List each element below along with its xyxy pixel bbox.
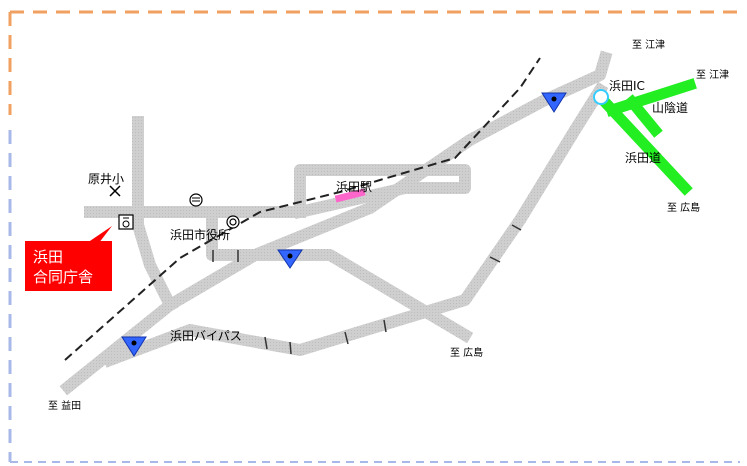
- expressway-branch: [624, 94, 663, 138]
- expressway: [595, 78, 697, 196]
- gas-station-icons: [121, 92, 567, 357]
- government-office-callout: 浜田 合同庁舎: [25, 226, 112, 291]
- label-sanin-expressway: 山陰道: [652, 101, 688, 115]
- callout-line2: 合同庁舎: [33, 268, 93, 286]
- label-to-hiroshima-right: 至 広島: [667, 201, 700, 214]
- road-city-hall: [206, 206, 474, 344]
- label-to-hiroshima-bottom: 至 広島: [450, 346, 483, 359]
- road-north-south: [132, 116, 179, 314]
- label-bypass: 浜田バイパス: [170, 329, 242, 343]
- gas-station-icon: [121, 336, 147, 357]
- city-hall-icon: [226, 215, 240, 229]
- map-frame: [8, 10, 740, 463]
- callout-line1: 浜田: [33, 248, 63, 266]
- label-hamada-ic: 浜田IC: [609, 79, 645, 93]
- label-to-masuda: 至 益田: [48, 399, 81, 412]
- label-to-gotsu-top: 至 江津: [632, 39, 665, 51]
- expressway-hamada: [595, 92, 693, 196]
- label-city-hall: 浜田市役所: [170, 227, 230, 242]
- bridge-marks: [212, 224, 522, 355]
- gas-station-icon: [277, 249, 303, 269]
- road-bypass: [102, 81, 609, 368]
- railway-line: [64, 57, 541, 361]
- interchange-icon: [593, 89, 609, 105]
- school-icon: [109, 185, 121, 197]
- label-harai-elementary: 原井小: [88, 172, 124, 186]
- post-office-icon: [189, 193, 203, 207]
- station-marker: [334, 188, 366, 203]
- label-hamada-expressway: 浜田道: [625, 151, 661, 165]
- label-hamada-station: 浜田駅: [336, 180, 372, 194]
- government-office-icon: [118, 214, 134, 230]
- expressway-sanin: [605, 78, 697, 117]
- callout-box: [25, 241, 112, 291]
- road-station-loop: [292, 164, 471, 220]
- road-network: [59, 50, 613, 396]
- map-labels: 至 江津 至 江津 浜田IC 山陰道 浜田道 至 広島 浜田駅 原井小 浜田市役…: [48, 39, 729, 412]
- label-to-gotsu-right: 至 江津: [696, 69, 729, 81]
- gas-station-icon: [541, 92, 567, 113]
